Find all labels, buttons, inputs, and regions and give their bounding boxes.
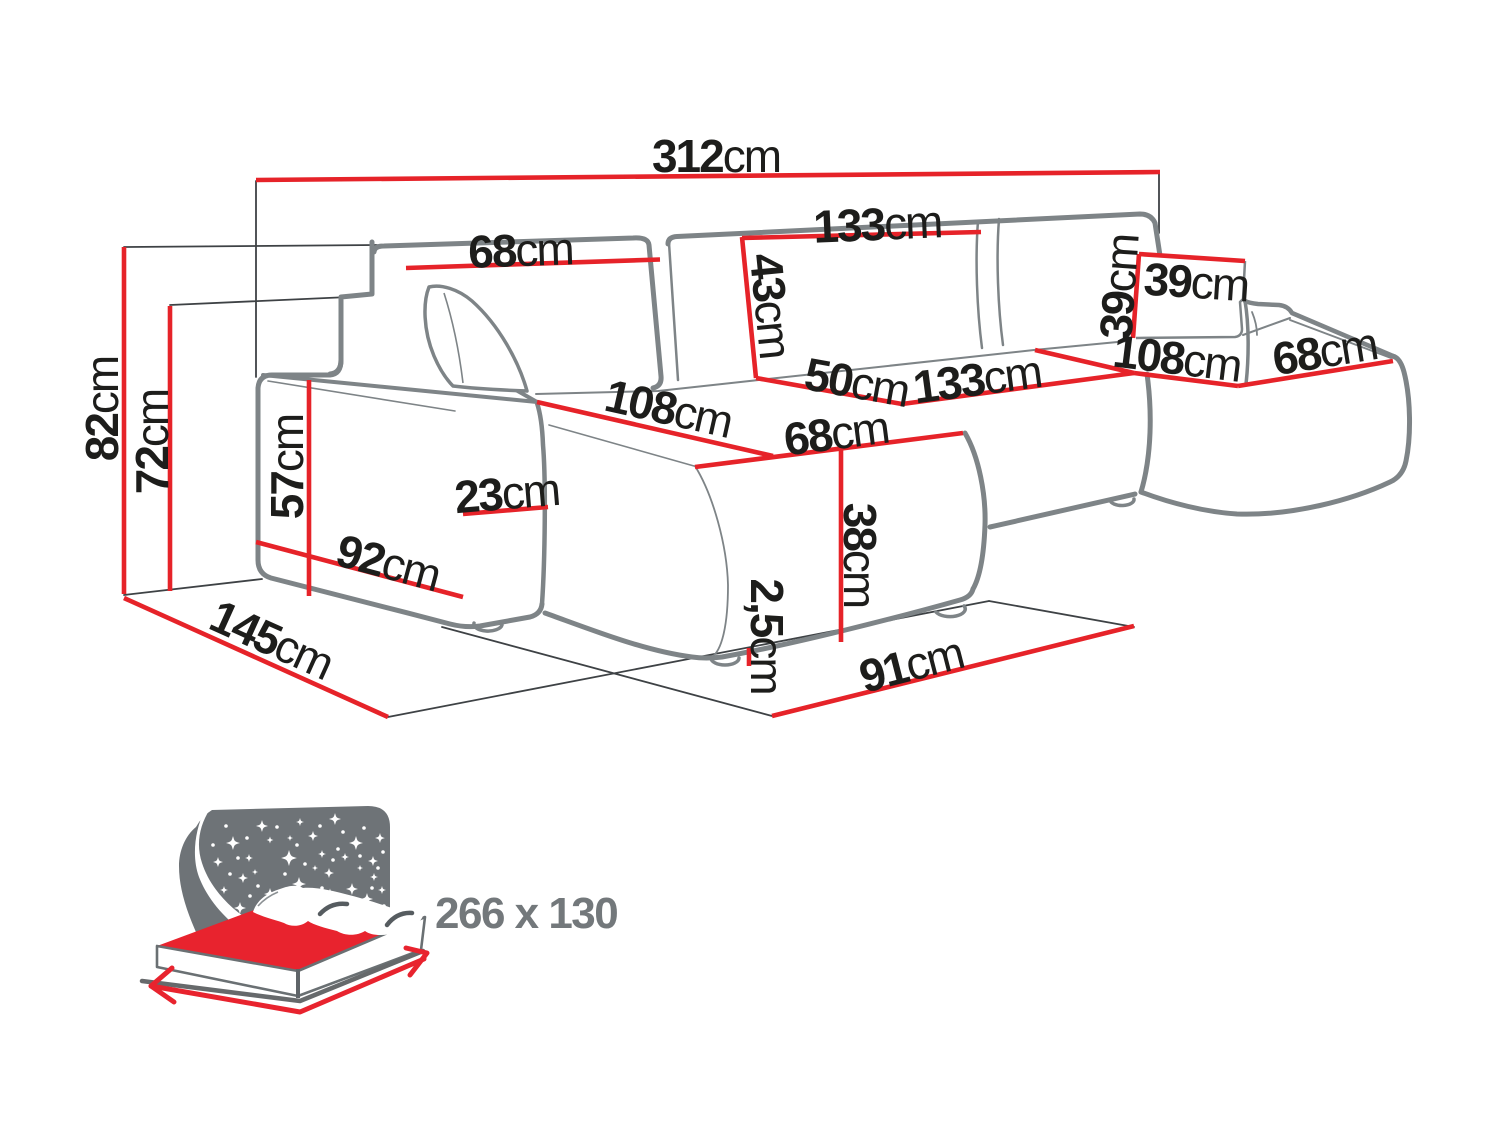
svg-text:23cm: 23cm [452,463,560,523]
svg-text:133cm: 133cm [812,195,942,253]
svg-text:108cm: 108cm [600,369,736,448]
svg-text:39cm: 39cm [1089,233,1148,341]
svg-text:91cm: 91cm [854,626,968,702]
svg-text:2,5cm: 2,5cm [741,578,793,693]
svg-text:312cm: 312cm [652,130,780,182]
svg-text:68cm: 68cm [1269,317,1380,385]
svg-text:68cm: 68cm [781,401,891,466]
svg-text:50cm: 50cm [801,348,913,417]
svg-text:38cm: 38cm [834,503,886,608]
svg-text:72cm: 72cm [126,390,178,495]
svg-text:43cm: 43cm [740,251,802,360]
svg-text:108cm: 108cm [1110,325,1243,392]
svg-text:92cm: 92cm [331,524,445,601]
svg-text:57cm: 57cm [261,415,313,520]
svg-text:133cm: 133cm [910,345,1044,413]
svg-text:145cm: 145cm [203,589,341,689]
svg-text:39cm: 39cm [1142,253,1250,312]
svg-text:82cm: 82cm [76,357,128,462]
svg-text:68cm: 68cm [467,222,573,278]
svg-text:266 x 130: 266 x 130 [435,889,617,938]
